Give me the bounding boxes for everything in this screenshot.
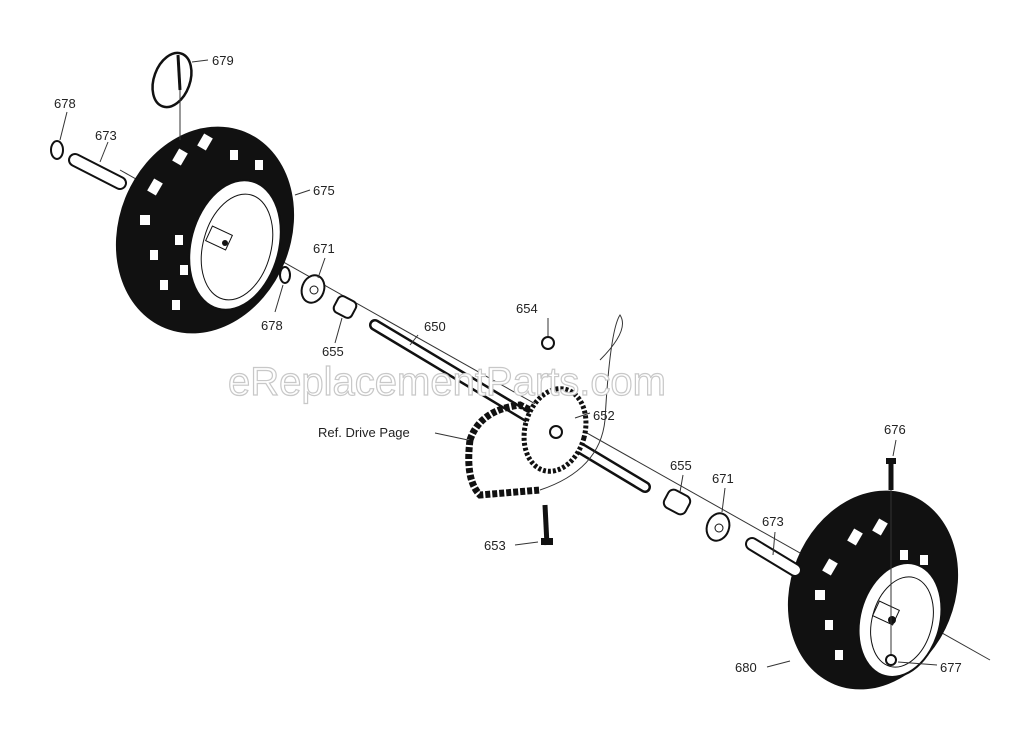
label-673-right: 673 [762,514,784,529]
axle-shaft[interactable] [369,319,651,493]
chain-guide-outline [539,314,623,491]
washer-right[interactable] [703,510,733,544]
clip-left-inner[interactable] [279,266,291,284]
label-678-outer: 678 [54,96,76,111]
spacer-right[interactable] [745,537,802,577]
label-673-left: 673 [95,128,117,143]
watermark: eReplacementParts.com [228,360,666,404]
label-677: 677 [940,660,962,675]
leader-lines [59,59,938,668]
lynch-pin[interactable] [146,48,199,140]
label-680: 680 [735,660,757,675]
label-ref-drive-page[interactable]: Ref. Drive Page [318,425,410,440]
sprocket[interactable] [515,382,595,479]
label-675: 675 [313,183,335,198]
label-679: 679 [212,53,234,68]
wheel-nut[interactable] [885,654,897,666]
label-678-inner: 678 [261,318,283,333]
label-655-left: 655 [322,344,344,359]
drive-chain[interactable] [465,401,541,499]
label-671-right: 671 [712,471,734,486]
wheel-bolt[interactable] [886,458,896,660]
label-671-left: 671 [313,241,335,256]
bearing-right[interactable] [662,488,693,517]
washer-left[interactable] [298,272,328,306]
spacer-left[interactable] [68,153,127,190]
label-653: 653 [484,538,506,553]
sprocket-bolt[interactable] [541,504,553,546]
wheel-right[interactable] [759,465,987,716]
label-655-right: 655 [670,458,692,473]
label-676: 676 [884,422,906,437]
label-652: 652 [593,408,615,423]
label-650: 650 [424,319,446,334]
wheel-left[interactable] [86,100,325,361]
bearing-left[interactable] [332,294,358,319]
label-654: 654 [516,301,538,316]
clip-left-outer[interactable] [50,140,64,160]
sprocket-nut[interactable] [541,336,555,350]
